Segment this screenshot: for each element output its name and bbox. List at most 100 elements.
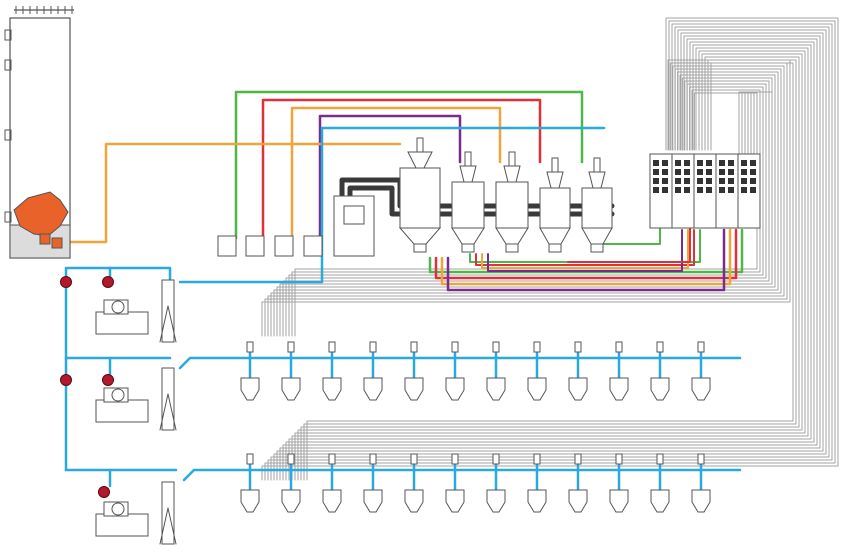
- signal-cable: [264, 20, 836, 481]
- dryer-outlet: [461, 243, 475, 253]
- dryer-loader-valve: [416, 137, 424, 153]
- control-indicator: [750, 178, 756, 184]
- control-indicator: [741, 187, 747, 193]
- signal-cable: [291, 47, 809, 481]
- valve-icon: [102, 374, 114, 386]
- signal-cable: [282, 38, 818, 481]
- material-return-line: [475, 229, 695, 266]
- hopper-valve: [410, 453, 418, 465]
- octabin-station: [303, 235, 323, 257]
- control-indicator: [728, 160, 734, 166]
- signal-cable: [747, 91, 758, 161]
- control-indicator: [750, 169, 756, 175]
- dryer-loader: [503, 165, 521, 183]
- material-line: [567, 227, 691, 263]
- dryer-loader-valve: [593, 157, 601, 173]
- control-indicator: [741, 178, 747, 184]
- hopper-loader-icon: [404, 377, 424, 401]
- hopper-valve: [492, 341, 500, 353]
- hopper-valve: [656, 341, 664, 353]
- hopper-loader-icon: [363, 377, 383, 401]
- hopper-valve: [328, 341, 336, 353]
- control-indicator: [653, 169, 659, 175]
- control-indicator: [706, 160, 712, 166]
- control-indicator: [719, 169, 725, 175]
- dryer-cone: [539, 227, 571, 245]
- signal-cable: [270, 68, 782, 337]
- signal-cable: [741, 91, 770, 161]
- dryer-outlet: [548, 243, 562, 253]
- dryer-loader: [459, 165, 477, 183]
- hopper-loader-icon: [527, 377, 547, 401]
- signal-cable: [279, 35, 821, 481]
- dryer-cone: [451, 227, 485, 245]
- hopper-loader-icon: [363, 489, 383, 513]
- control-indicator: [662, 160, 668, 166]
- valve-icon: [98, 486, 110, 498]
- hopper-valve: [656, 453, 664, 465]
- signal-cable: [285, 83, 767, 337]
- hopper-loader-icon: [240, 489, 260, 513]
- hopper-loader-icon: [486, 489, 506, 513]
- vacuum-blower-icon: [95, 311, 149, 335]
- signal-cable: [276, 74, 776, 337]
- hopper-valve: [246, 341, 254, 353]
- vacuum-header-row-1: [178, 356, 742, 370]
- signal-cable: [744, 91, 754, 161]
- hopper-valve: [615, 341, 623, 353]
- signal-cable: [279, 77, 773, 337]
- control-indicator: [750, 160, 756, 166]
- control-indicator: [728, 169, 734, 175]
- material-return-line: [434, 228, 738, 280]
- control-indicator: [653, 187, 659, 193]
- vacuum-line-network: [64, 126, 742, 492]
- silo-discharge-valve: [51, 237, 63, 249]
- hopper-valve: [287, 453, 295, 465]
- valve-icon: [60, 276, 72, 288]
- material-line: [290, 106, 502, 240]
- blower-filter-icon: [161, 481, 175, 545]
- dryer-hopper-icon: [399, 167, 441, 229]
- control-indicator: [741, 160, 747, 166]
- hopper-valve: [451, 341, 459, 353]
- blower-filter-stand: [159, 305, 177, 343]
- control-indicator: [728, 178, 734, 184]
- hopper-valve: [410, 341, 418, 353]
- material-line: [318, 114, 462, 240]
- dryer-control-box: [333, 195, 375, 257]
- hopper-loader-icon: [609, 489, 629, 513]
- vacuum-blower-icon: [95, 399, 149, 423]
- control-indicator: [662, 178, 668, 184]
- hopper-loader-icon: [281, 377, 301, 401]
- blower-fan: [111, 502, 125, 516]
- dryer-cone: [495, 227, 529, 245]
- hopper-loader-icon: [445, 377, 465, 401]
- material-line: [261, 98, 542, 240]
- dryer-outlet: [505, 243, 519, 253]
- hopper-valve: [574, 341, 582, 353]
- signal-cable: [273, 29, 827, 481]
- control-indicator: [653, 178, 659, 184]
- hopper-loader-icon: [650, 377, 670, 401]
- hopper-valve: [287, 341, 295, 353]
- control-indicator: [684, 160, 690, 166]
- hopper-loader-icon: [609, 377, 629, 401]
- hopper-loader-icon: [486, 377, 506, 401]
- signal-cable: [297, 53, 803, 481]
- control-indicator: [675, 187, 681, 193]
- signal-cable: [294, 50, 806, 481]
- hopper-valve: [697, 341, 705, 353]
- hopper-valve: [697, 453, 705, 465]
- control-indicator: [653, 160, 659, 166]
- signal-cable: [261, 59, 791, 337]
- signal-cable: [273, 71, 779, 337]
- dryer-hopper-icon: [539, 187, 571, 229]
- silo-ladder-bracket: [4, 29, 12, 41]
- control-indicator: [662, 187, 668, 193]
- hopper-loader-icon: [240, 377, 260, 401]
- control-indicator: [662, 169, 668, 175]
- dryer-cone: [398, 227, 442, 245]
- hopper-valve: [328, 453, 336, 465]
- control-indicator: [719, 178, 725, 184]
- control-indicator: [706, 169, 712, 175]
